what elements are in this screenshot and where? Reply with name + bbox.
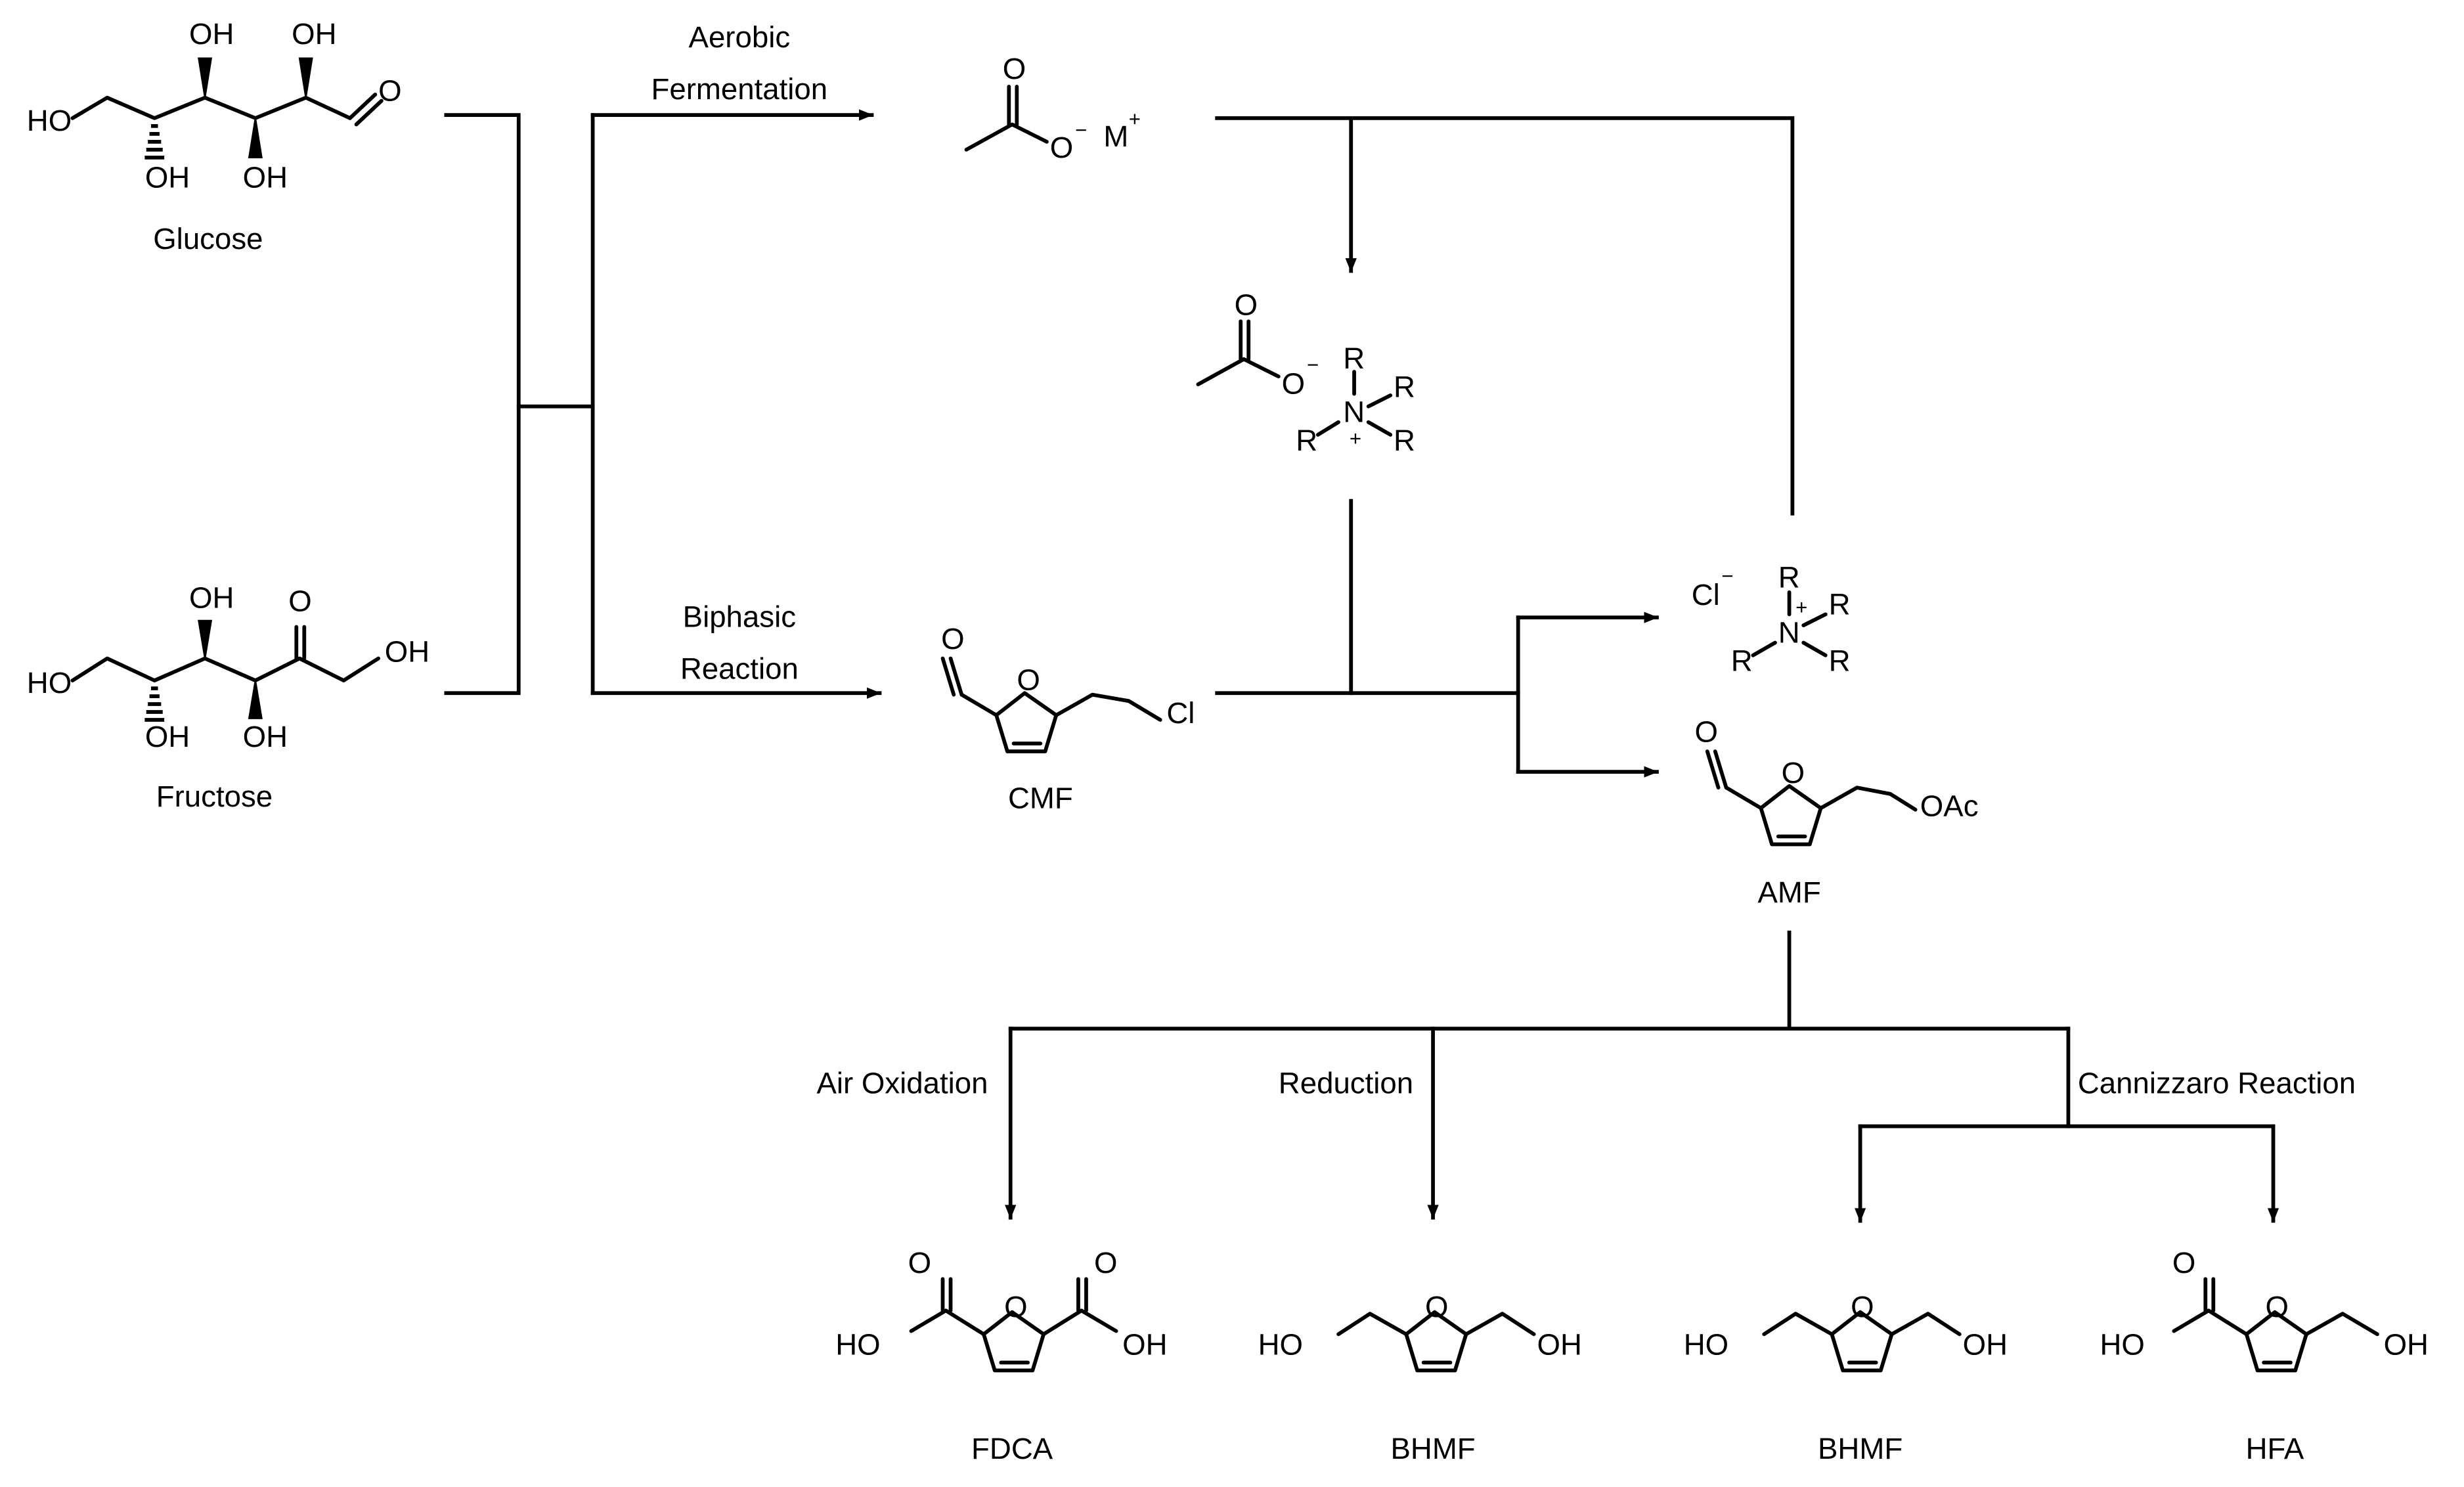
atom-label: N <box>1778 616 1800 650</box>
atom-label: HO <box>835 1328 880 1362</box>
atom-label: OH <box>1537 1328 1581 1362</box>
atom-label: OH <box>385 634 429 668</box>
reaction-label-air-oxidation: Air Oxidation <box>816 1066 988 1099</box>
compound-label-fructose: Fructose <box>156 780 273 813</box>
atom-label: O <box>1050 131 1073 164</box>
atom-label: HO <box>27 104 72 137</box>
compound-label-glucose: Glucose <box>153 222 263 255</box>
atom-label: O <box>908 1246 931 1279</box>
compound-label-bhmf: BHMF <box>1390 1432 1475 1465</box>
atom-label: OH <box>243 720 288 753</box>
atom-label: O <box>1851 1290 1874 1323</box>
fructose-structure: HO OH O OH OH OH <box>27 581 429 753</box>
atom-label: Cl <box>1166 696 1195 730</box>
acetate-metal-salt: O O − M + <box>964 52 1141 164</box>
atom-label: O <box>1782 756 1805 789</box>
hashed-bond <box>144 686 165 722</box>
charge-plus: + <box>1129 108 1141 131</box>
fdca-structure: O O HO O OH <box>835 1246 1168 1373</box>
charge-minus: − <box>1721 564 1733 587</box>
atom-label: O <box>1282 367 1305 401</box>
reaction-label-fermentation: Fermentation <box>651 72 828 106</box>
atom-label: HO <box>1684 1328 1728 1362</box>
hashed-bond <box>144 123 165 160</box>
atom-label: OH <box>292 17 336 51</box>
atom-label: O <box>378 74 401 108</box>
atom-label: OH <box>145 720 190 753</box>
product-tree <box>1008 930 2276 1128</box>
atom-label: O <box>941 622 964 655</box>
atom-label: OH <box>1963 1328 2008 1362</box>
atom-label: O <box>1017 663 1040 696</box>
atom-label: OH <box>189 17 234 51</box>
connector-line <box>1215 116 1795 516</box>
atom-label: R <box>1343 342 1365 375</box>
atom-label: OH <box>189 581 234 615</box>
atom-label: OH <box>243 160 288 194</box>
reaction-label-reaction: Reaction <box>680 652 799 686</box>
atom-label: OH <box>2384 1328 2429 1362</box>
atom-label: O <box>2172 1246 2195 1279</box>
atom-label: O <box>1003 52 1026 85</box>
charge-plus: + <box>1795 596 1807 619</box>
glucose-structure: HO OH OH OH OH O <box>27 17 402 194</box>
compound-label-fdca: FDCA <box>971 1432 1053 1465</box>
atom-label: OH <box>145 160 190 194</box>
compound-label-cmf: CMF <box>1008 781 1073 814</box>
atom-label: R <box>1394 370 1415 403</box>
atom-label: HO <box>2100 1328 2144 1362</box>
reaction-label-cannizzaro: Cannizzaro Reaction <box>2078 1066 2356 1099</box>
atom-label: O <box>288 585 311 618</box>
charge-plus: + <box>1350 428 1361 451</box>
atom-label: OAc <box>1920 789 1979 822</box>
charge-minus: − <box>1307 353 1319 376</box>
atom-label: O <box>2266 1290 2289 1323</box>
atom-label: R <box>1394 424 1415 457</box>
atom-label: R <box>1778 561 1800 594</box>
bhmf-structure: O HO OH <box>1258 1290 1582 1373</box>
atom-label: N <box>1343 395 1365 429</box>
compound-label-amf: AMF <box>1757 876 1820 909</box>
merge-connector <box>444 113 595 696</box>
atom-label: R <box>1829 644 1851 678</box>
atom-label: OH <box>1122 1328 1167 1362</box>
atom-label: R <box>1731 644 1753 678</box>
charge-minus: − <box>1075 119 1087 142</box>
bhmf-structure: O HO OH <box>1684 1290 2008 1373</box>
compound-label-bhmf-2: BHMF <box>1818 1432 1903 1465</box>
atom-label: Cl <box>1692 578 1720 611</box>
amf-structure: O O OAc <box>1695 715 1979 847</box>
cmf-structure: O O Cl <box>940 622 1195 753</box>
atom-label: M <box>1103 120 1128 153</box>
atom-label: O <box>1695 715 1718 749</box>
atom-label: HO <box>27 666 72 699</box>
compound-label-hfa: HFA <box>2246 1432 2304 1465</box>
ammonium-acetate: O O − N + R R R R <box>1196 288 1415 457</box>
atom-label: R <box>1296 424 1317 457</box>
reaction-label-reduction: Reduction <box>1279 1066 1413 1099</box>
ammonium-chloride: Cl − N + R R R R <box>1692 561 1851 678</box>
hfa-structure: O O HO OH <box>2100 1246 2429 1373</box>
atom-label: O <box>1094 1246 1117 1279</box>
atom-label: O <box>1425 1290 1448 1323</box>
atom-label: HO <box>1258 1328 1303 1362</box>
atom-label: O <box>1235 288 1258 322</box>
atom-label: R <box>1829 587 1851 621</box>
reaction-label-biphasic: Biphasic <box>683 600 796 634</box>
atom-label: O <box>1004 1290 1027 1323</box>
reaction-label-aerobic: Aerobic <box>689 20 791 54</box>
